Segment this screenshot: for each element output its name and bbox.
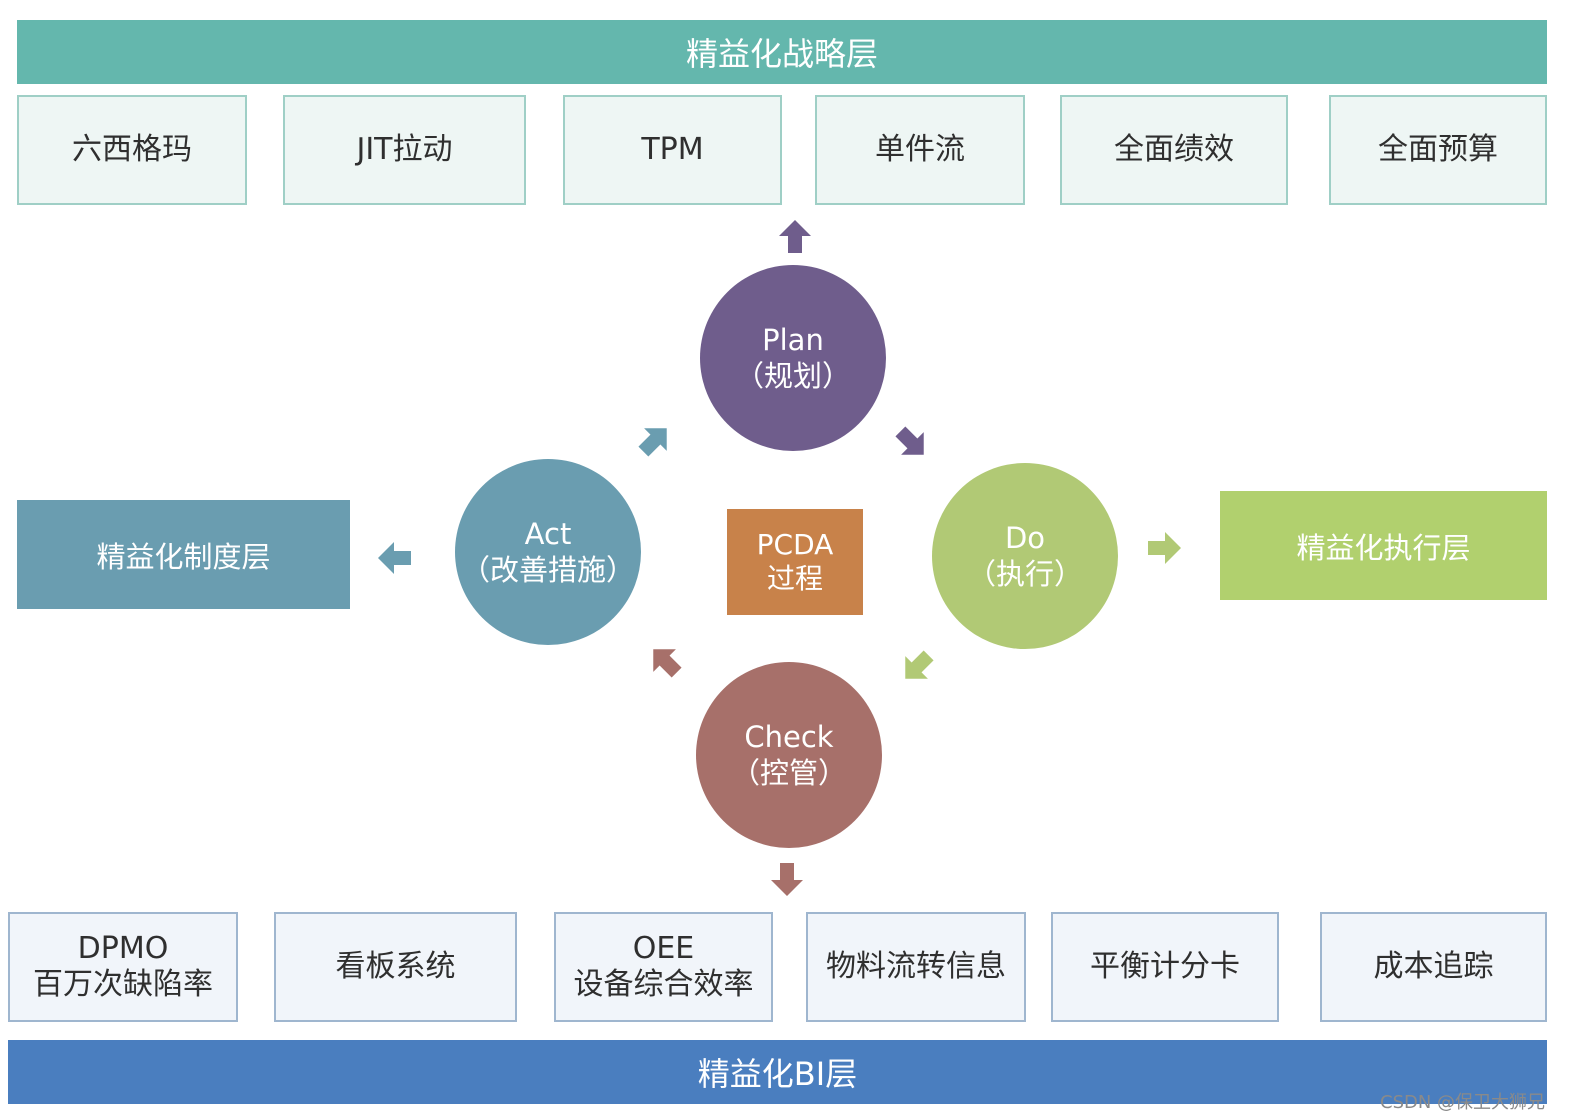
watermark: CSDN @保卫大狮兄 — [1380, 1092, 1546, 1113]
system-layer-label: 精益化制度层 — [96, 539, 271, 574]
arrow-down-icon — [771, 863, 803, 896]
plan-title: Plan — [762, 322, 824, 357]
bottom-item-line1: 看板系统 — [335, 949, 456, 984]
act-subtitle: （改善措施） — [460, 553, 635, 587]
top-item-six-sigma: 六西格玛 — [17, 95, 247, 205]
arrow-right-icon — [1148, 532, 1181, 564]
check-title: Check — [744, 719, 834, 754]
top-item-single-piece-flow: 单件流 — [815, 95, 1025, 205]
pcda-center-box: PCDA 过程 — [727, 509, 863, 615]
top-item-label: 全面绩效 — [1114, 132, 1234, 167]
bottom-item-line1: 成本追踪 — [1373, 949, 1494, 984]
bottom-item-oee: OEE 设备综合效率 — [554, 912, 773, 1022]
bottom-item-dpmo: DPMO 百万次缺陷率 — [8, 912, 238, 1022]
arrow-left-icon — [378, 542, 411, 574]
do-circle: Do （执行） — [932, 463, 1118, 649]
pcda-line2: 过程 — [766, 562, 823, 595]
act-circle: Act （改善措施） — [455, 459, 641, 645]
check-subtitle: （控管） — [730, 756, 847, 790]
do-subtitle: （执行） — [966, 557, 1083, 591]
top-item-label: TPM — [641, 132, 704, 167]
arrow-up-left-icon — [641, 637, 688, 684]
plan-circle: Plan （规划） — [700, 265, 886, 451]
bottom-item-line2: 设备综合效率 — [573, 967, 754, 1002]
plan-subtitle: （规划） — [734, 359, 851, 393]
bi-layer-label: 精益化BI层 — [697, 1055, 858, 1093]
top-item-label: 全面预算 — [1378, 132, 1498, 167]
bottom-item-line1: DPMO — [77, 931, 169, 966]
arrow-up-icon — [779, 220, 811, 253]
execution-layer-label: 精益化执行层 — [1296, 530, 1471, 565]
bottom-item-line1: 物料流转信息 — [826, 949, 1006, 984]
arrow-down-left-icon — [893, 644, 940, 691]
check-circle: Check （控管） — [696, 662, 882, 848]
strategy-layer-label: 精益化战略层 — [685, 35, 878, 73]
top-item-total-performance: 全面绩效 — [1060, 95, 1288, 205]
top-item-jit: JIT拉动 — [283, 95, 526, 205]
system-layer-box: 精益化制度层 — [17, 500, 350, 609]
bottom-item-line2: 百万次缺陷率 — [33, 967, 213, 1002]
do-title: Do — [1004, 520, 1046, 555]
bottom-item-material-flow: 物料流转信息 — [806, 912, 1026, 1022]
execution-layer-box: 精益化执行层 — [1220, 491, 1547, 600]
bottom-item-line1: OEE — [632, 931, 695, 966]
pcda-line1: PCDA — [756, 528, 834, 562]
bi-layer-banner: 精益化BI层 — [8, 1040, 1547, 1104]
bottom-item-line1: 平衡计分卡 — [1090, 949, 1240, 984]
strategy-layer-banner: 精益化战略层 — [17, 20, 1547, 84]
arrow-down-right-icon — [889, 420, 936, 467]
top-item-label: 六西格玛 — [72, 132, 192, 167]
top-item-tpm: TPM — [563, 95, 782, 205]
bottom-item-kanban: 看板系统 — [274, 912, 517, 1022]
arrow-up-right-icon — [632, 416, 679, 463]
act-title: Act — [524, 516, 572, 551]
top-item-total-budget: 全面预算 — [1329, 95, 1547, 205]
top-item-label: 单件流 — [875, 132, 965, 167]
top-item-label: JIT拉动 — [356, 132, 453, 167]
bottom-item-cost-tracking: 成本追踪 — [1320, 912, 1547, 1022]
bottom-item-balanced-scorecard: 平衡计分卡 — [1051, 912, 1279, 1022]
